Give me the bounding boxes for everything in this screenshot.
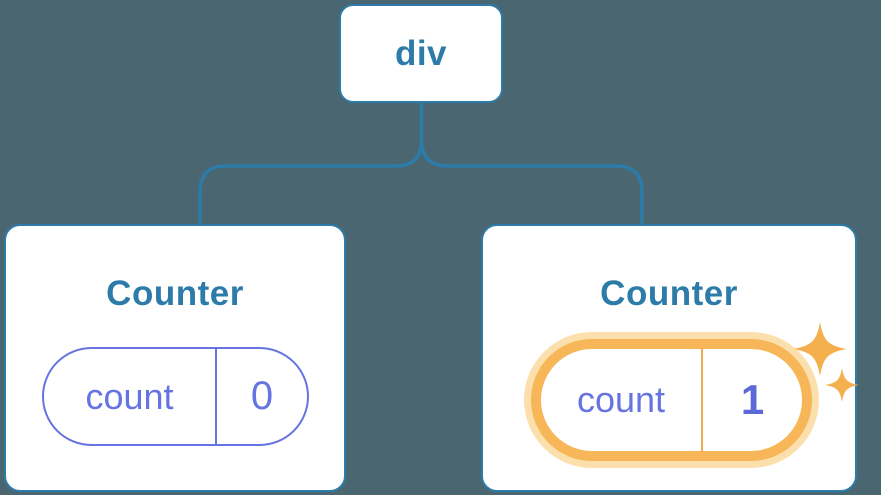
- counter-card-left: Counter count 0: [4, 224, 346, 492]
- sparkle-large: [793, 322, 847, 376]
- connector-right-branch: [419, 102, 644, 224]
- state-value-cell: 1: [703, 349, 802, 451]
- state-key-label: count: [576, 379, 666, 420]
- counter-title: Counter: [600, 274, 738, 313]
- counter-card-right: Counter count 1: [481, 224, 859, 492]
- sparkle-small: [825, 368, 859, 402]
- root-node: div: [339, 4, 503, 103]
- sparkles-icon: [793, 322, 859, 402]
- state-key-label: count: [85, 375, 174, 417]
- state-pill-highlighted: count 1: [531, 339, 812, 461]
- root-node-label: div: [394, 33, 448, 73]
- connector-left-branch: [198, 102, 424, 224]
- counter-title: Counter: [106, 274, 244, 313]
- state-value-label: 0: [250, 374, 274, 418]
- state-value-cell: 0: [217, 349, 307, 444]
- state-value-label: 1: [740, 376, 765, 423]
- state-pill: count 0: [42, 347, 309, 446]
- state-pill-highlight-glow: count 1: [524, 332, 819, 468]
- state-key-cell: count: [541, 349, 703, 451]
- state-key-cell: count: [44, 349, 217, 444]
